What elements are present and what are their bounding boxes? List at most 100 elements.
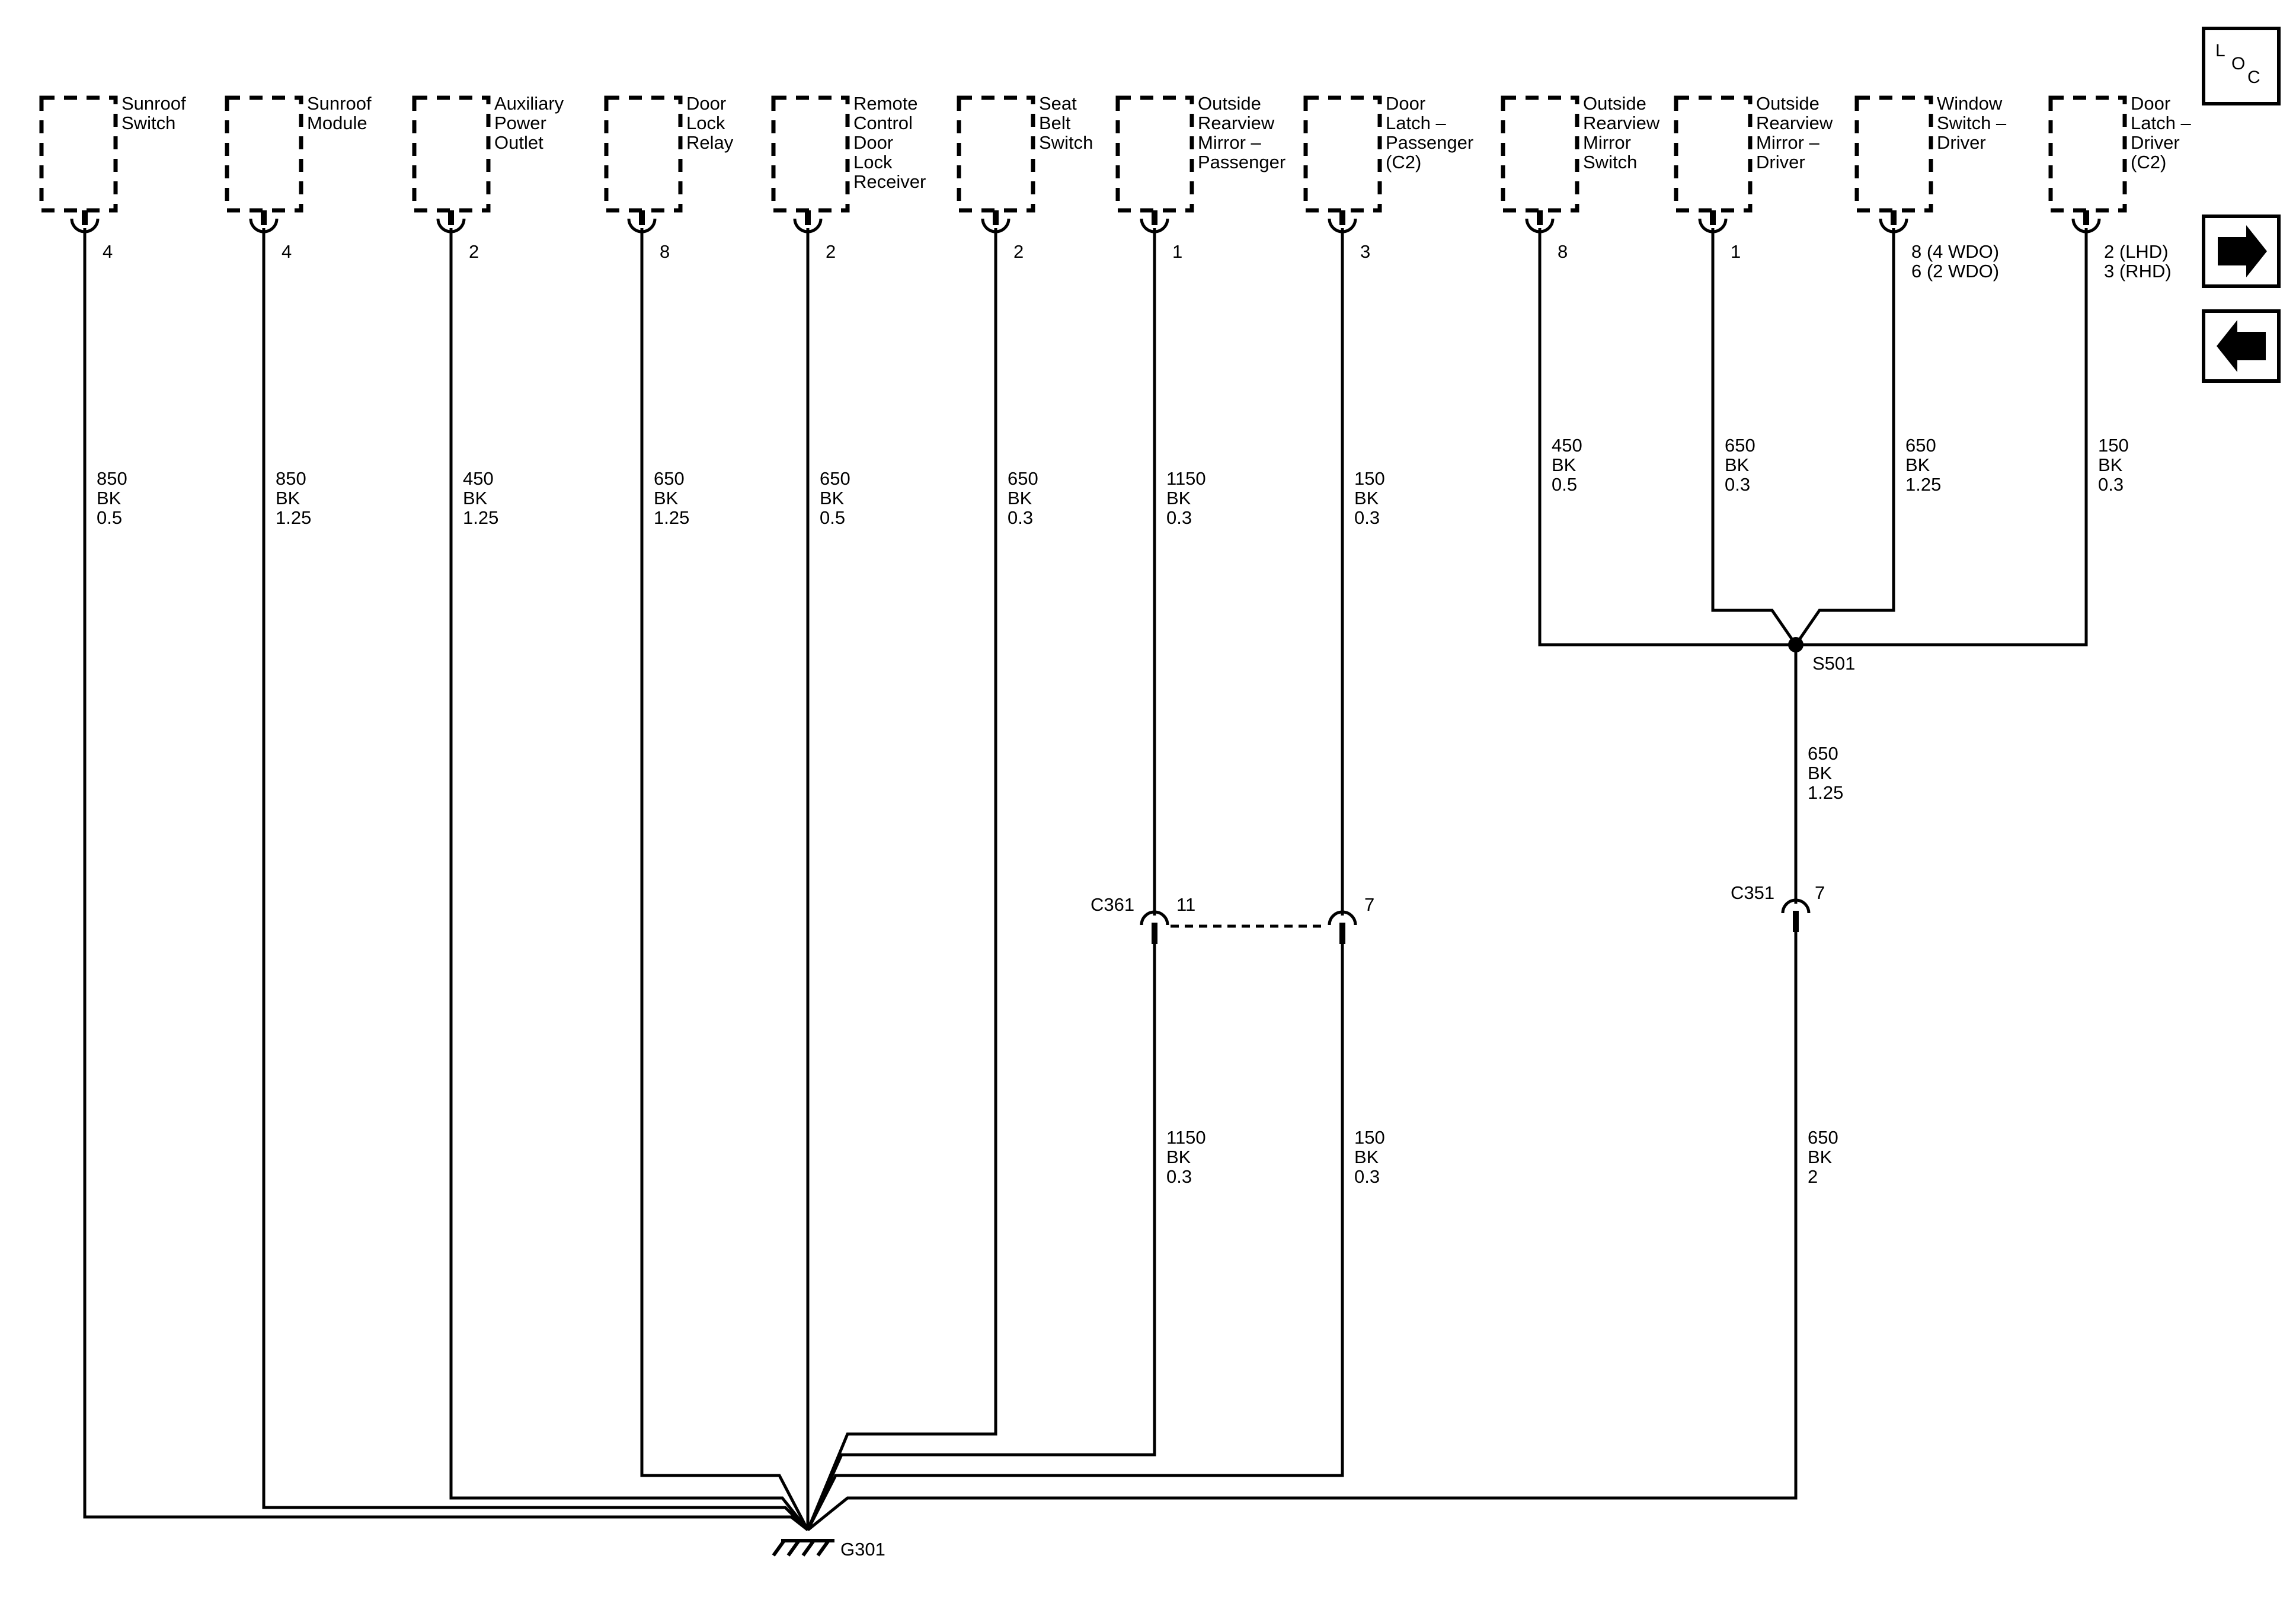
component-label: Driver bbox=[1756, 152, 1805, 172]
component-label: Rearview bbox=[1583, 113, 1660, 133]
component-label: Switch bbox=[121, 113, 175, 133]
wire-label: 650 bbox=[654, 468, 685, 489]
pin-number: 4 bbox=[103, 241, 113, 262]
component-label: Driver bbox=[2131, 132, 2180, 153]
pin-number: 3 (RHD) bbox=[2104, 261, 2172, 281]
wire-label: BK bbox=[1552, 454, 1576, 475]
pin-cup bbox=[1140, 218, 1169, 233]
pin-cup bbox=[1525, 218, 1555, 233]
connector-label: C361 bbox=[1091, 894, 1134, 915]
component-box bbox=[412, 95, 491, 213]
wire-label: BK bbox=[1354, 1147, 1379, 1167]
wire-label: BK bbox=[1166, 1147, 1191, 1167]
connector-c361-pin-7 bbox=[1328, 910, 1357, 944]
wire-label: 1.25 bbox=[276, 507, 311, 528]
pin-number: 4 bbox=[282, 241, 292, 262]
component-box bbox=[1115, 95, 1194, 213]
pin-cup bbox=[627, 218, 657, 233]
component-label: Control bbox=[853, 113, 913, 133]
component-label: Door bbox=[2131, 93, 2170, 114]
pin-number: 2 bbox=[826, 241, 836, 262]
wire-label: BK bbox=[463, 488, 488, 508]
wire-label: BK bbox=[654, 488, 679, 508]
wire-label: 650 bbox=[1725, 435, 1755, 456]
pin-cup bbox=[981, 218, 1011, 233]
wire-mirror-passenger-lower bbox=[806, 942, 1156, 1531]
pin-cup bbox=[1698, 218, 1728, 233]
wire-label: 1150 bbox=[1166, 468, 1206, 489]
wire-label: BK bbox=[1166, 488, 1191, 508]
component-label: Rearview bbox=[1756, 113, 1833, 133]
loc-letter-o: O bbox=[2231, 54, 2245, 73]
pin-number: 3 bbox=[1360, 241, 1370, 262]
component-box bbox=[957, 95, 1035, 213]
wire-label: BK bbox=[1808, 763, 1833, 783]
component-label: Door bbox=[853, 132, 893, 153]
wire-label: 1.25 bbox=[654, 507, 689, 528]
component-label: (C2) bbox=[2131, 152, 2166, 172]
component-box bbox=[1674, 95, 1753, 213]
next-page-button[interactable] bbox=[2202, 215, 2281, 288]
wire-label: BK bbox=[820, 488, 845, 508]
wire-label: 650 bbox=[820, 468, 850, 489]
wire-label: 1.25 bbox=[1905, 474, 1941, 495]
component-label: Belt bbox=[1039, 113, 1071, 133]
component-label: Mirror – bbox=[1198, 132, 1262, 153]
wire-label: 0.3 bbox=[1166, 507, 1192, 528]
pin-cup bbox=[70, 218, 100, 233]
wire-label: 450 bbox=[463, 468, 494, 489]
wire-label: 2 bbox=[1808, 1166, 1818, 1187]
wire-label: BK bbox=[97, 488, 121, 508]
pin-number: 8 (4 WDO) bbox=[1911, 241, 1999, 262]
wire-splice-bus bbox=[1538, 228, 2088, 646]
pin-number: 1 bbox=[1731, 241, 1741, 262]
right-arrow-icon bbox=[2218, 225, 2267, 277]
wire-label: BK bbox=[276, 488, 300, 508]
pin-number: 2 (LHD) bbox=[2104, 241, 2169, 262]
component-label: Outside bbox=[1198, 93, 1261, 114]
wire-label: BK bbox=[1008, 488, 1032, 508]
component-label: Window bbox=[1937, 93, 2003, 114]
wire-label: 150 bbox=[1354, 1127, 1385, 1148]
splice-label: S501 bbox=[1812, 653, 1855, 674]
pin-number: 1 bbox=[1172, 241, 1182, 262]
wire-label: 650 bbox=[1905, 435, 1936, 456]
splice-dot bbox=[1788, 637, 1803, 652]
component-label: Outside bbox=[1756, 93, 1819, 114]
wire-label: 650 bbox=[1008, 468, 1038, 489]
pin-cup bbox=[1328, 218, 1357, 233]
pin-cup bbox=[2071, 218, 2101, 233]
wire-label: 0.3 bbox=[1354, 1166, 1380, 1187]
component-label: Passenger bbox=[1386, 132, 1473, 153]
component-label: Latch – bbox=[2131, 113, 2191, 133]
component-box bbox=[604, 95, 683, 213]
loc-letter-l: L bbox=[2215, 41, 2225, 60]
component-label: Sunroof bbox=[121, 93, 186, 114]
component-box bbox=[2048, 95, 2127, 213]
component-label: Mirror bbox=[1583, 132, 1631, 153]
component-box bbox=[39, 95, 118, 213]
loc-button[interactable]: L O C bbox=[2202, 27, 2281, 105]
wire-label: 0.3 bbox=[1166, 1166, 1192, 1187]
pin-number: 8 bbox=[1558, 241, 1568, 262]
pin-cup bbox=[793, 218, 823, 233]
wire-label: 450 bbox=[1552, 435, 1582, 456]
component-label: Door bbox=[1386, 93, 1425, 114]
component-label: Driver bbox=[1937, 132, 1986, 153]
connector-pin: 7 bbox=[1815, 882, 1825, 903]
pin-number: 6 (2 WDO) bbox=[1911, 261, 1999, 281]
wire-label: 1.25 bbox=[1808, 782, 1843, 803]
connector-c351-pin-7 bbox=[1781, 898, 1811, 932]
component-box bbox=[1854, 95, 1933, 213]
previous-page-button[interactable] bbox=[2202, 309, 2281, 383]
component-label: Rearview bbox=[1198, 113, 1275, 133]
component-box bbox=[771, 95, 850, 213]
wire-label: 0.5 bbox=[97, 507, 122, 528]
